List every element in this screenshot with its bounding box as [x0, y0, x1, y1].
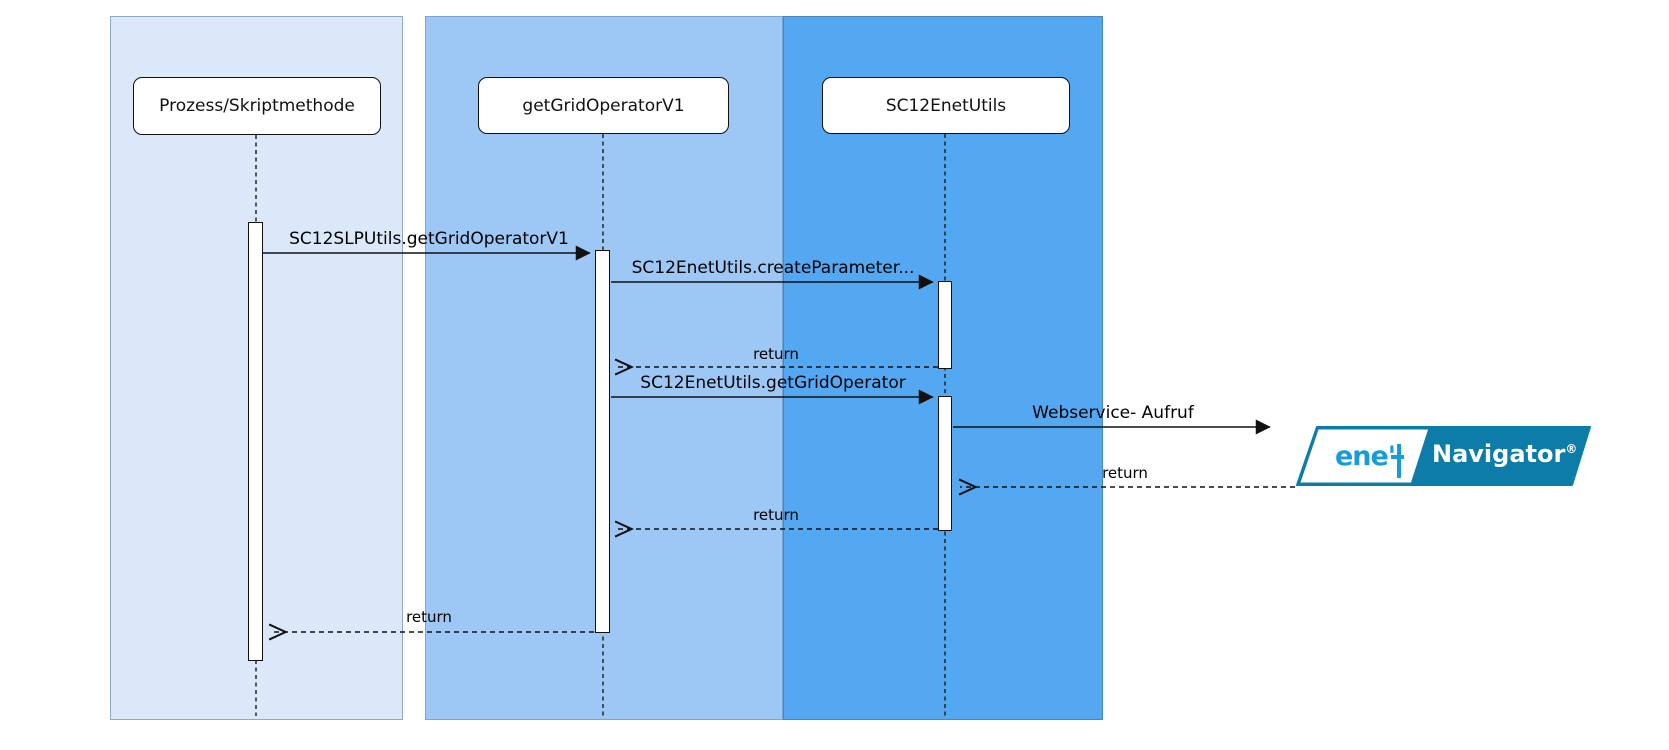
lifeline-head-getgridoperatorv1: getGridOperatorV1: [478, 77, 729, 134]
activation-bar-sc12enetutils-2: [938, 396, 952, 531]
enet-t-glyph-icon: [1391, 444, 1405, 478]
activation-bar-prozess: [248, 222, 263, 661]
registered-mark: ®: [1565, 442, 1578, 456]
return-arrows: [268, 358, 1295, 641]
navigator-text: Navigator: [1432, 440, 1566, 468]
message-label-call-getgridoperatorv1: SC12SLPUtils.getGridOperatorV1: [289, 229, 569, 249]
activation-bar-sc12enetutils-1: [938, 281, 952, 369]
lifeline-head-sc12enetutils: SC12EnetUtils: [822, 77, 1070, 134]
enet-navigator-logo-shape: [1296, 426, 1591, 486]
enet-brand-logo: ene': [1318, 436, 1418, 478]
call-arrows: [263, 245, 1271, 435]
lifeline-head-prozess: Prozess/Skriptmethode: [133, 77, 381, 135]
message-label-return-2: return: [1102, 464, 1148, 482]
message-label-createparameter: SC12EnetUtils.createParameter...: [631, 258, 915, 278]
message-label-return-1: return: [753, 345, 799, 363]
message-label-webservice-aufruf: Webservice- Aufruf: [1032, 403, 1194, 423]
navigator-product-label: Navigator®: [1432, 440, 1582, 468]
activation-bar-getgridoperatorv1: [595, 250, 610, 633]
message-label-return-4: return: [406, 608, 452, 626]
message-label-getgridoperator: SC12EnetUtils.getGridOperator: [640, 373, 906, 393]
lifeline-label: getGridOperatorV1: [522, 95, 685, 116]
lifeline-label: Prozess/Skriptmethode: [159, 96, 355, 116]
enet-brand-text: ene': [1334, 440, 1396, 472]
lifeline-label: SC12EnetUtils: [885, 95, 1007, 116]
message-label-return-3: return: [753, 506, 799, 524]
